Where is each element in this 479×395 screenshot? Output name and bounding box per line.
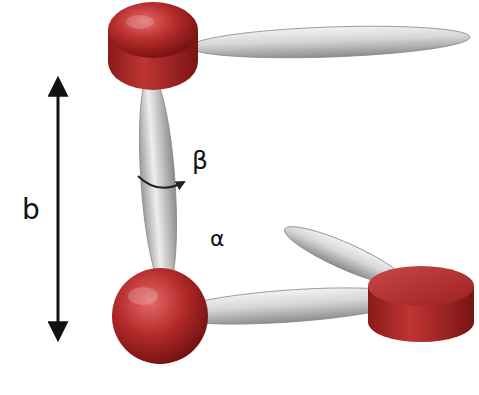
bead-top <box>108 2 198 58</box>
bead-sphere <box>112 268 208 364</box>
dimension-label: b <box>22 196 40 224</box>
highlight <box>128 287 158 305</box>
highlight <box>126 15 154 29</box>
angle-label: α <box>210 228 225 250</box>
dimension-arrow <box>57 80 60 338</box>
cylinder-top <box>368 266 474 306</box>
bond-ellipsoid <box>190 22 471 62</box>
angle-label: β <box>192 148 208 173</box>
rotation-arrow <box>138 176 184 188</box>
bond-ellipsoid <box>134 73 183 291</box>
